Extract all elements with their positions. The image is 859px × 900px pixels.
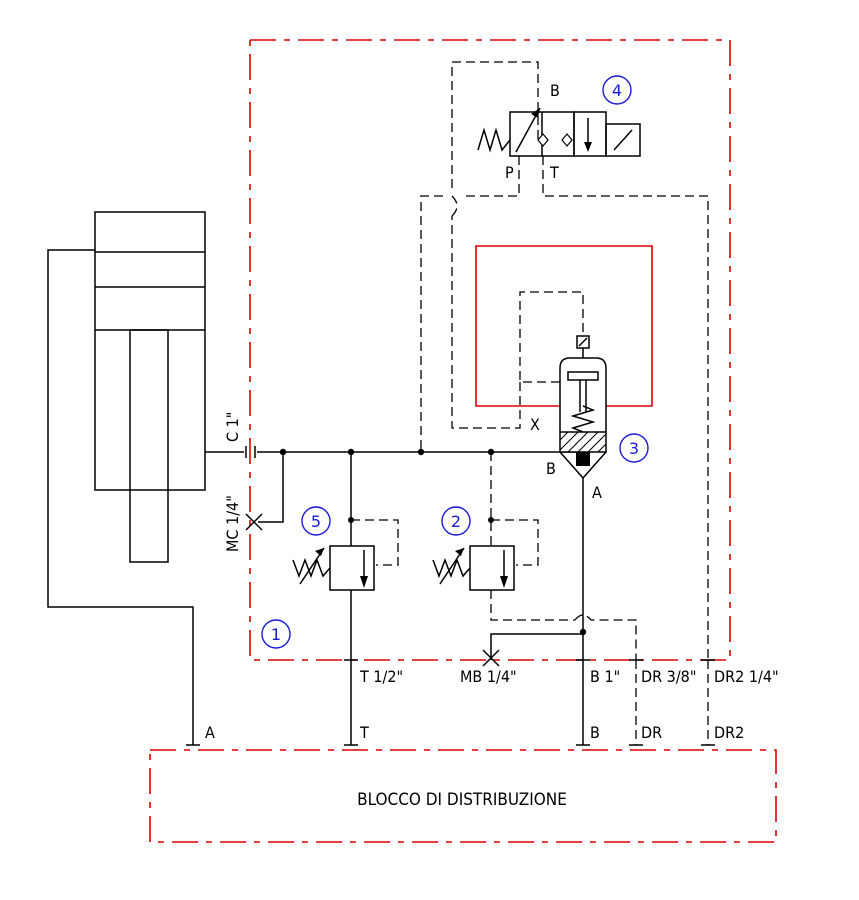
port-label-valve4-p: P: [505, 163, 514, 182]
port-label-t-block: T 1/2": [359, 667, 403, 686]
port-label-c: C 1": [223, 412, 242, 442]
distribution-block-title: BLOCCO DI DISTRIBUZIONE: [357, 790, 567, 810]
port-label-dr2-block: DR2 1/4": [714, 667, 779, 686]
relief-valve-2: [432, 452, 575, 621]
port-label-valve4-b: B: [550, 81, 560, 100]
hydraulic-cylinder: [47, 211, 206, 745]
callout-1: 1: [261, 619, 291, 649]
pilot-line-x: [451, 61, 584, 429]
svg-text:1: 1: [271, 625, 281, 644]
distribution-block: BLOCCO DI DISTRIBUZIONE: [149, 749, 777, 843]
callout-2: 2: [441, 506, 471, 536]
svg-text:4: 4: [612, 81, 622, 100]
input-label-b: B: [590, 723, 600, 742]
port-label-b-block: B 1": [590, 667, 620, 686]
port-label-valve4-t: T: [549, 163, 559, 182]
svg-text:5: 5: [311, 512, 321, 531]
valve-3-boundary: [475, 245, 653, 407]
input-label-a: A: [205, 723, 215, 742]
port-label-dr-block: DR 3/8": [641, 667, 696, 686]
callout-4: 4: [602, 75, 632, 105]
mc-gauge-port: [245, 452, 284, 531]
svg-text:2: 2: [451, 512, 461, 531]
port-label-valve3-b: B: [546, 459, 556, 478]
input-label-dr: DR: [641, 723, 662, 742]
callout-5: 5: [301, 506, 331, 536]
relief-valve-5: [292, 452, 399, 660]
solenoid-valve-4: [420, 107, 709, 660]
port-label-pilot-x: X: [530, 415, 540, 434]
callout-3: 3: [619, 433, 649, 463]
mb-gauge-port: [482, 649, 500, 667]
svg-text:3: 3: [629, 439, 639, 458]
main-line: [205, 446, 585, 458]
port-label-mb: MB 1/4": [460, 667, 517, 686]
input-label-dr2: DR2: [714, 723, 744, 742]
input-label-t: T: [359, 723, 369, 742]
logic-valve-3: [490, 335, 637, 660]
port-label-valve3-a: A: [592, 483, 602, 502]
block-lines: [186, 659, 715, 746]
block-1-boundary: [249, 39, 731, 661]
port-label-mc: MC 1/4": [223, 495, 242, 552]
